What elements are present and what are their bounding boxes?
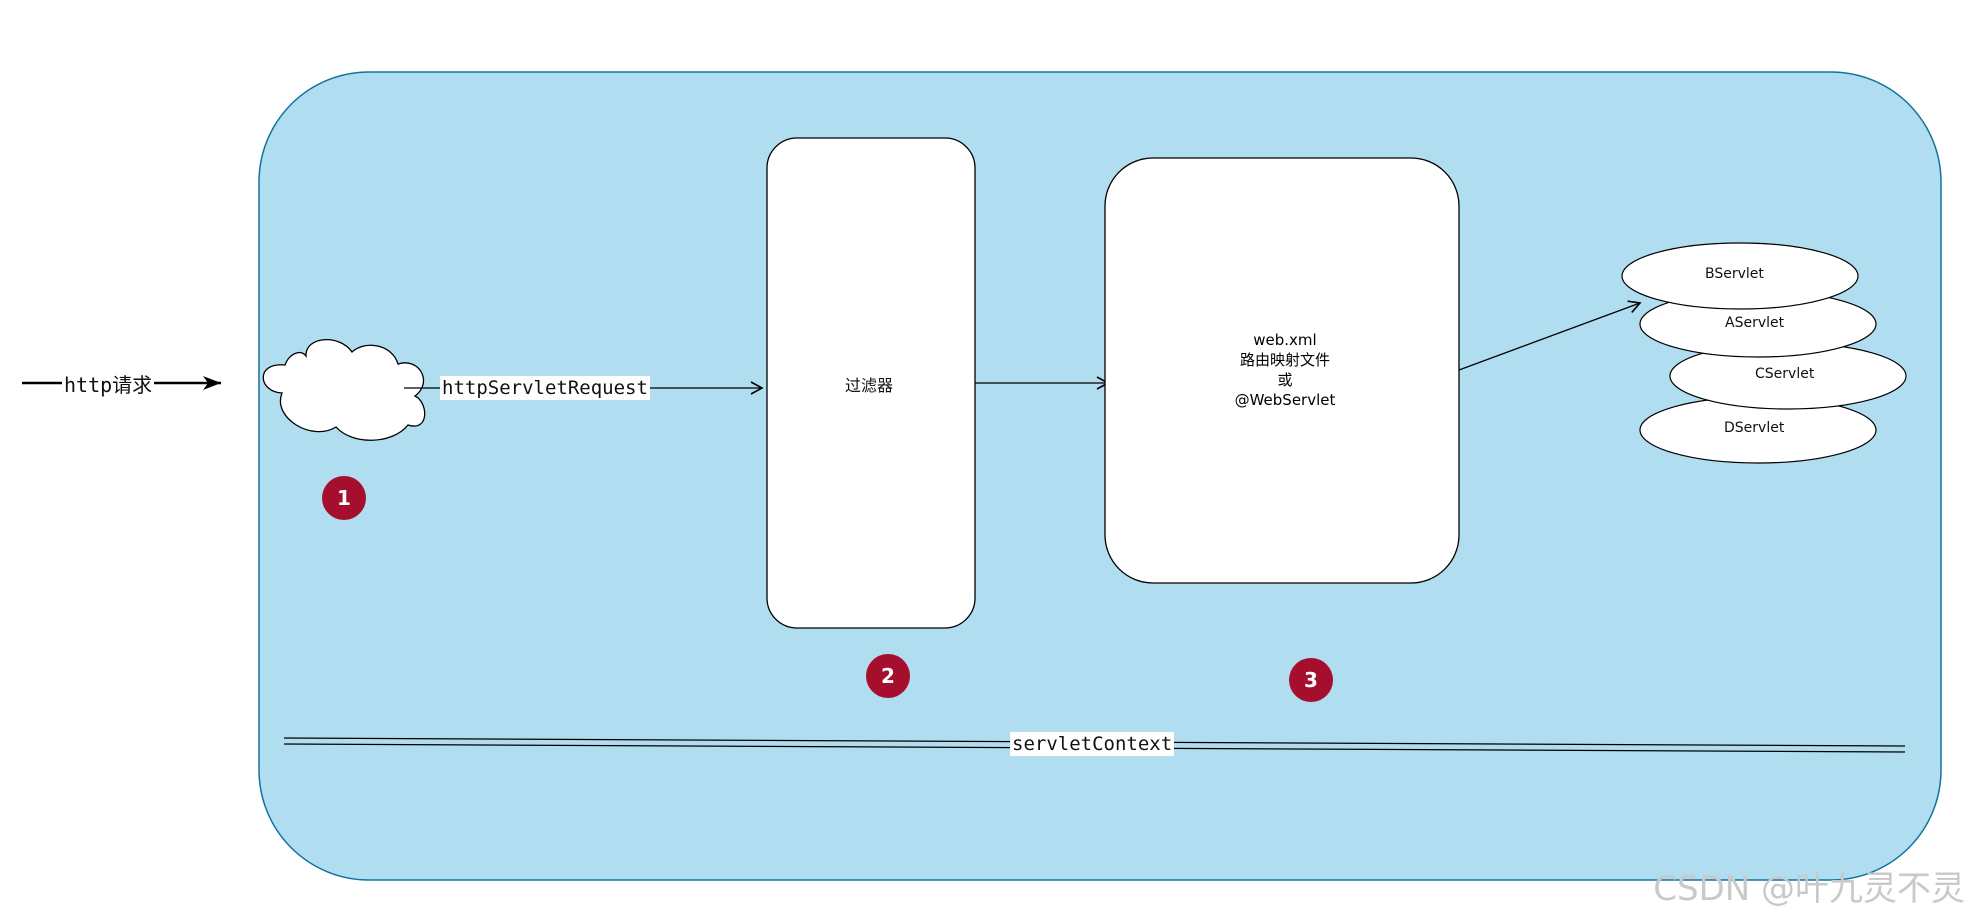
router-label: web.xml 路由映射文件 或 @WebServlet	[1180, 330, 1390, 410]
router-label-line-1: web.xml	[1253, 331, 1317, 349]
servlet-context-label: servletContext	[1010, 732, 1175, 756]
router-to-servlet-arrow	[1458, 300, 1642, 371]
router-label-line-4: @WebServlet	[1234, 391, 1336, 409]
servlet-a-label: AServlet	[1725, 315, 1785, 331]
filter-label: 过滤器	[845, 376, 894, 395]
watermark-text: CSDN @叶九灵不灵	[1653, 869, 1965, 909]
servlet-c-label: CServlet	[1755, 366, 1815, 382]
servlet-b-ellipse	[1621, 242, 1859, 310]
cloud-to-filter-label: httpServletRequest	[440, 376, 650, 400]
step-badge-2: 2	[866, 654, 910, 698]
http-request-label: http请求	[62, 373, 155, 397]
servlet-container	[258, 71, 1942, 881]
step-badge-1: 1	[322, 476, 366, 520]
router-box	[1104, 157, 1460, 584]
cloud-shape	[262, 339, 426, 441]
servlet-d-label: DServlet	[1724, 420, 1785, 436]
servlet-b-label: BServlet	[1705, 266, 1764, 282]
router-label-line-2: 路由映射文件	[1239, 351, 1330, 369]
router-label-line-3: 或	[1277, 371, 1293, 389]
step-badge-3: 3	[1289, 658, 1333, 702]
